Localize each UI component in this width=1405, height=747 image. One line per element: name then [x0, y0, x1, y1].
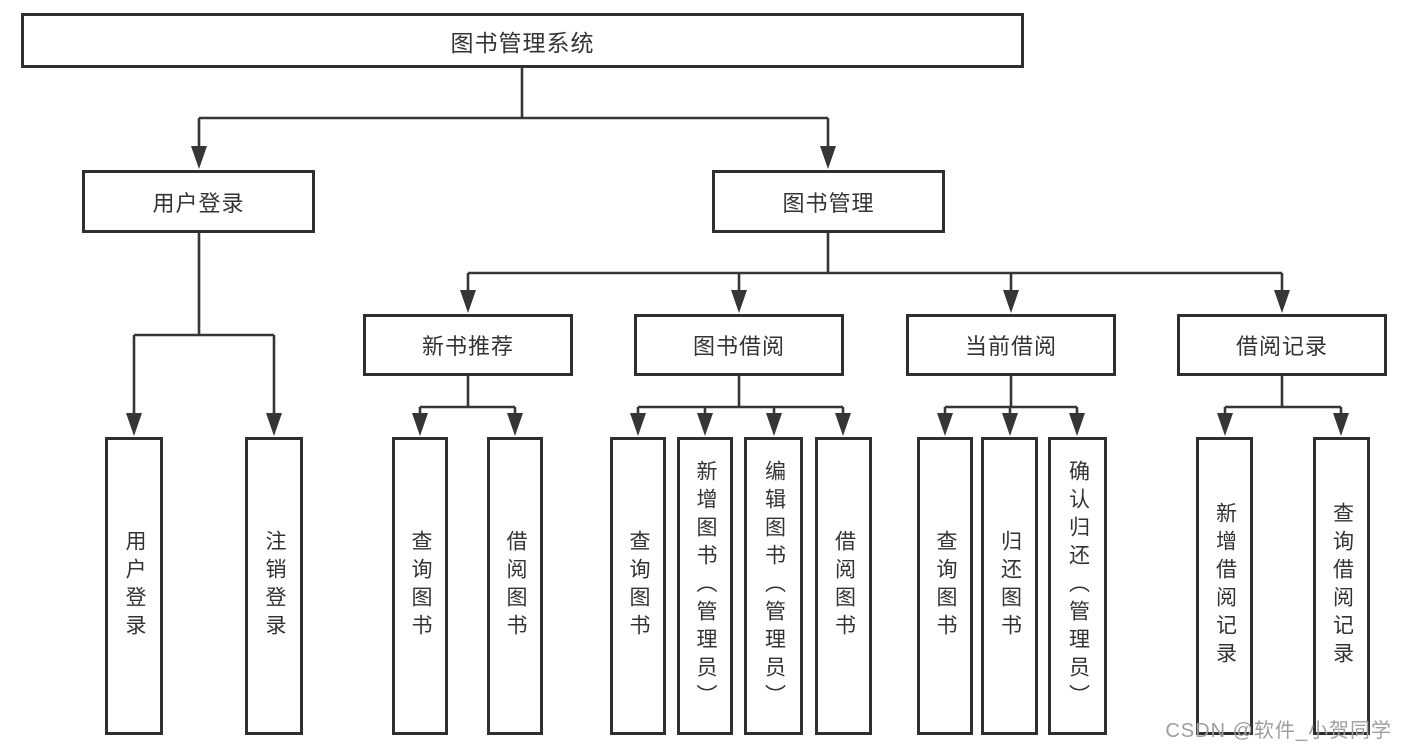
leaf-query-books-borrow: 查询图书 [610, 437, 666, 735]
arrow-down-icon [1217, 413, 1233, 436]
arrow-down-icon [191, 146, 207, 169]
connector-borrow-records-to-leaves [1223, 376, 1343, 414]
connector-book-borrow-to-leaves [636, 376, 845, 414]
leaf-query-books-current: 查询图书 [917, 437, 973, 735]
leaf-logout: 注销登录 [245, 437, 303, 735]
leaf-return-book: 归还图书 [981, 437, 1038, 735]
arrow-down-icon [766, 413, 782, 436]
leaf-confirm-return-admin: 确认归还（管理员） [1048, 437, 1107, 735]
leaf-query-borrow-record: 查询借阅记录 [1313, 437, 1370, 735]
arrow-down-icon [1002, 413, 1018, 436]
watermark: CSDN @软件_小贺同学 [1165, 720, 1392, 742]
arrow-down-icon [820, 146, 836, 169]
arrow-down-icon [1333, 413, 1349, 436]
arrow-down-icon [1069, 413, 1085, 436]
leaf-borrow-books-recommend: 借阅图书 [487, 437, 543, 735]
connector-current-borrow-to-leaves [943, 376, 1079, 414]
connector-user-login-to-leaves [132, 233, 276, 414]
arrow-down-icon [697, 413, 713, 436]
node-root: 图书管理系统 [21, 13, 1024, 68]
connector-book-management-to-level3 [466, 233, 1284, 291]
arrow-down-icon [1274, 290, 1290, 313]
leaf-query-books-recommend: 查询图书 [392, 437, 448, 735]
node-new-book-recommend: 新书推荐 [363, 314, 573, 376]
arrow-down-icon [412, 413, 428, 436]
node-borrow-records: 借阅记录 [1177, 314, 1387, 376]
arrow-down-icon [835, 413, 851, 436]
arrow-down-icon [731, 290, 747, 313]
leaf-add-borrow-record: 新增借阅记录 [1196, 437, 1253, 735]
node-current-borrow: 当前借阅 [906, 314, 1116, 376]
connector-root-to-level2 [197, 68, 830, 148]
leaf-add-book-admin: 新增图书（管理员） [677, 437, 733, 735]
node-book-management: 图书管理 [712, 170, 945, 233]
arrow-down-icon [266, 413, 282, 436]
arrow-down-icon [507, 413, 523, 436]
arrow-down-icon [937, 413, 953, 436]
arrow-down-icon [460, 290, 476, 313]
arrow-down-icon [630, 413, 646, 436]
arrow-down-icon [126, 413, 142, 436]
arrow-down-icon [1003, 290, 1019, 313]
connector-new-book-recommend-to-leaves [418, 376, 517, 414]
leaf-user-login: 用户登录 [105, 437, 163, 735]
leaf-borrow-books: 借阅图书 [815, 437, 872, 735]
node-user-login: 用户登录 [82, 170, 315, 233]
node-book-borrow: 图书借阅 [634, 314, 844, 376]
leaf-edit-book-admin: 编辑图书（管理员） [744, 437, 803, 735]
